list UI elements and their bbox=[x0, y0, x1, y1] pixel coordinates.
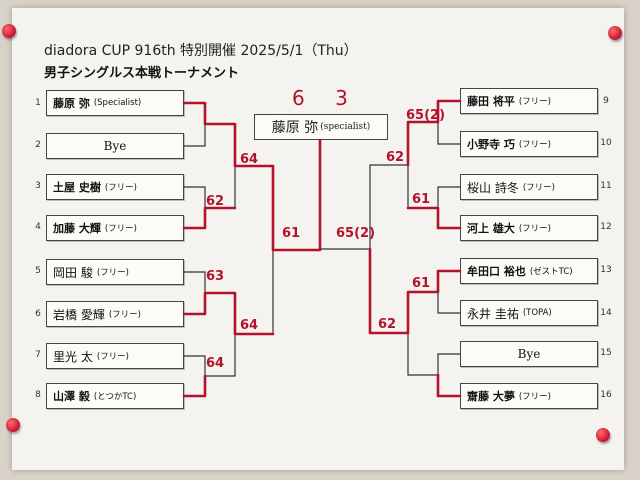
seed-number: 11 bbox=[600, 181, 612, 191]
player-box-5: 岡田 駿(フリー) bbox=[46, 259, 184, 285]
champion-box: 藤原 弥(specialist) bbox=[254, 114, 388, 140]
bracket-subtitle: 男子シングルス本戦トーナメント bbox=[44, 66, 240, 81]
player-name: Bye bbox=[103, 139, 127, 153]
player-box-2: Bye bbox=[46, 133, 184, 159]
player-affiliation: (フリー) bbox=[96, 352, 129, 362]
match-score: 63 bbox=[206, 269, 225, 284]
seed-number: 3 bbox=[35, 181, 41, 191]
page-title: diadora CUP 916th 特別開催 2025/5/1（Thu） bbox=[44, 43, 358, 59]
push-pin-icon bbox=[2, 24, 16, 38]
player-box-15: Bye bbox=[460, 341, 598, 367]
player-affiliation: (フリー) bbox=[108, 310, 141, 320]
match-score: 61 bbox=[412, 192, 431, 207]
player-name: 土屋 史樹 bbox=[53, 181, 101, 194]
match-score: 64 bbox=[240, 318, 259, 333]
player-affiliation: (フリー) bbox=[96, 268, 129, 278]
player-box-13: 牟田口 裕也(ゼストTC) bbox=[460, 258, 598, 284]
player-box-9: 藤田 将平(フリー) bbox=[460, 88, 598, 114]
player-box-6: 岩橋 愛輝(フリー) bbox=[46, 301, 184, 327]
player-name: 河上 雄大 bbox=[467, 222, 515, 235]
player-box-4: 加藤 大輝(フリー) bbox=[46, 215, 184, 241]
push-pin-icon bbox=[608, 26, 622, 40]
player-box-8: 山澤 毅(とつかTC) bbox=[46, 383, 184, 409]
player-box-3: 土屋 史樹(フリー) bbox=[46, 174, 184, 200]
match-score: 64 bbox=[240, 152, 259, 167]
match-score: 61 bbox=[412, 276, 431, 291]
seed-number: 9 bbox=[603, 96, 609, 106]
player-box-11: 桜山 詩冬(フリー) bbox=[460, 174, 598, 200]
player-name: 岡田 駿 bbox=[53, 265, 93, 280]
seed-number: 8 bbox=[35, 390, 41, 400]
player-affiliation: (フリー) bbox=[518, 97, 551, 107]
player-affiliation: (フリー) bbox=[104, 224, 137, 234]
player-name: 藤原 弥 bbox=[53, 97, 90, 110]
player-box-16: 齋藤 大夢(フリー) bbox=[460, 383, 598, 409]
player-affiliation: (フリー) bbox=[518, 392, 551, 402]
player-name: 加藤 大輝 bbox=[53, 222, 101, 235]
player-affiliation: (Specialist) bbox=[93, 98, 142, 108]
seed-number: 5 bbox=[35, 266, 41, 276]
seed-number: 14 bbox=[600, 308, 612, 318]
seed-number: 2 bbox=[35, 140, 41, 150]
player-affiliation: (ゼストTC) bbox=[529, 267, 573, 277]
seed-number: 4 bbox=[35, 222, 41, 232]
seed-number: 15 bbox=[600, 348, 612, 358]
player-name: 永井 圭祐 bbox=[467, 306, 519, 321]
seed-number: 10 bbox=[600, 138, 612, 148]
player-affiliation: (フリー) bbox=[522, 183, 555, 193]
seed-number: 13 bbox=[600, 265, 612, 275]
player-name: 岩橋 愛輝 bbox=[53, 307, 105, 322]
match-score: 62 bbox=[206, 194, 225, 209]
player-box-10: 小野寺 巧(フリー) bbox=[460, 131, 598, 157]
player-name: 齋藤 大夢 bbox=[467, 390, 515, 403]
seed-number: 7 bbox=[35, 350, 41, 360]
match-score: 62 bbox=[378, 317, 397, 332]
champion-affiliation: (specialist) bbox=[320, 122, 371, 132]
seed-number: 16 bbox=[600, 390, 612, 400]
push-pin-icon bbox=[6, 418, 20, 432]
match-score: 61 bbox=[282, 226, 301, 241]
player-affiliation: (フリー) bbox=[518, 140, 551, 150]
player-affiliation: (フリー) bbox=[104, 183, 137, 193]
match-score: 62 bbox=[386, 150, 405, 165]
player-box-7: 里光 太(フリー) bbox=[46, 343, 184, 369]
player-name: 小野寺 巧 bbox=[467, 138, 515, 151]
match-score: 65(2) bbox=[336, 226, 376, 241]
player-name: 山澤 毅 bbox=[53, 390, 90, 403]
player-name: 牟田口 裕也 bbox=[467, 265, 526, 278]
player-name: 里光 太 bbox=[53, 349, 93, 364]
final-score: 6 3 bbox=[292, 86, 360, 110]
push-pin-icon bbox=[596, 428, 610, 442]
player-name: Bye bbox=[517, 347, 541, 361]
match-score: 65(2) bbox=[406, 108, 446, 123]
player-affiliation: (TOPA) bbox=[522, 308, 552, 318]
match-score: 64 bbox=[206, 356, 225, 371]
player-affiliation: (とつかTC) bbox=[93, 392, 137, 402]
seed-number: 6 bbox=[35, 309, 41, 319]
player-box-12: 河上 雄大(フリー) bbox=[460, 215, 598, 241]
player-affiliation: (フリー) bbox=[518, 224, 551, 234]
champion-name: 藤原 弥 bbox=[271, 120, 319, 136]
player-box-14: 永井 圭祐(TOPA) bbox=[460, 300, 598, 326]
seed-number: 12 bbox=[600, 222, 612, 232]
seed-number: 1 bbox=[35, 98, 41, 108]
player-name: 藤田 将平 bbox=[467, 95, 515, 108]
player-name: 桜山 詩冬 bbox=[467, 180, 519, 195]
